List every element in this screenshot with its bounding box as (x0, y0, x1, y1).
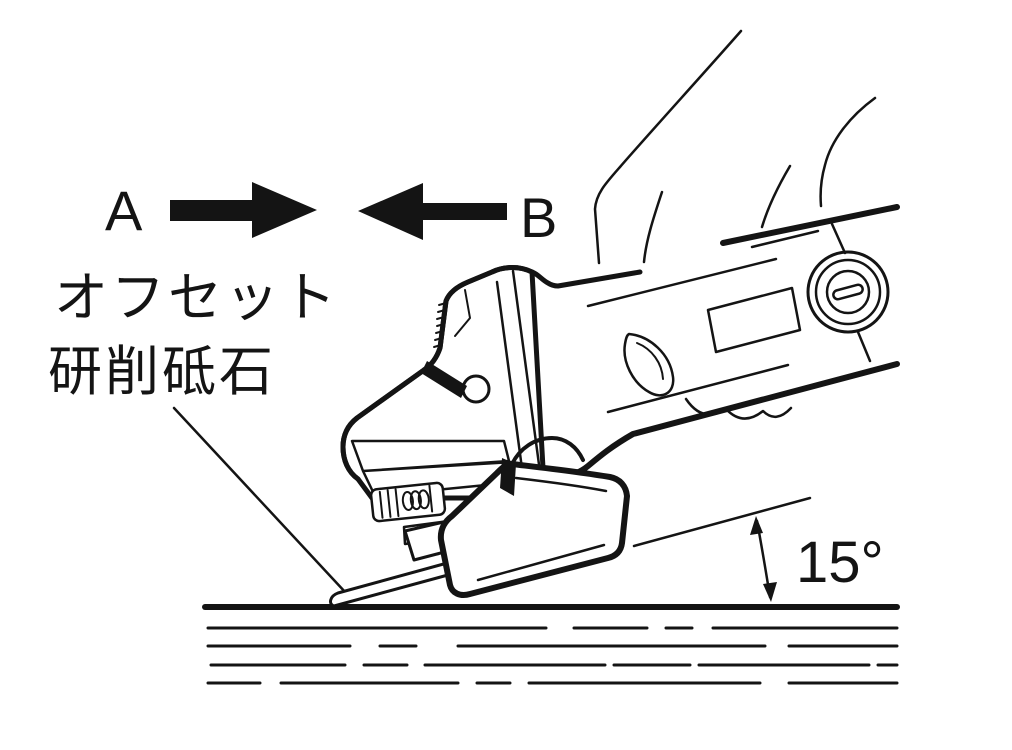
spindle-nut (369, 481, 447, 523)
index-finger-outline (593, 29, 743, 265)
angle-reference-line (632, 496, 812, 548)
finger-crease-2 (760, 164, 792, 229)
leader-line (172, 406, 348, 595)
grinder (329, 207, 900, 608)
clamp-band (421, 361, 467, 398)
annotations: A B オフセット 研削砥石 15° (48, 179, 884, 602)
angle-arrowhead-bottom (763, 582, 777, 602)
head-edge-ticks (433, 302, 447, 348)
finger-crease-1 (642, 190, 664, 264)
body-top-edge (529, 269, 643, 289)
middle-finger-outline (819, 96, 877, 208)
nameplate (706, 286, 802, 354)
gripping-hand (593, 29, 877, 420)
body-detail-lines (586, 229, 820, 414)
arrow-b-label: B (520, 186, 557, 249)
arrow-right-icon (170, 182, 317, 238)
part-label-line1: オフセット (54, 268, 339, 328)
wheel-guard (437, 461, 630, 598)
guard-clamp (500, 458, 516, 496)
fingertip (623, 332, 675, 397)
fingernail-line (636, 342, 664, 380)
knuckles (684, 397, 793, 420)
cap-connector-lines (830, 222, 872, 363)
body-top-edge-rear (720, 204, 900, 246)
part-label-line2: 研削砥石 (48, 342, 276, 402)
head-joint-lines (495, 269, 542, 478)
angle-arrowhead-top (750, 516, 763, 535)
surface-hatching (206, 626, 899, 685)
work-surface (202, 604, 900, 685)
head-rib (454, 289, 471, 337)
arrow-a-label: A (105, 179, 143, 242)
guard-inner-lines (476, 476, 608, 582)
guard-neck-band (510, 436, 585, 466)
arrow-left-icon (358, 183, 507, 240)
brush-cap (806, 250, 890, 334)
angle-label: 15° (796, 530, 884, 595)
gear-head-contour (340, 265, 535, 482)
